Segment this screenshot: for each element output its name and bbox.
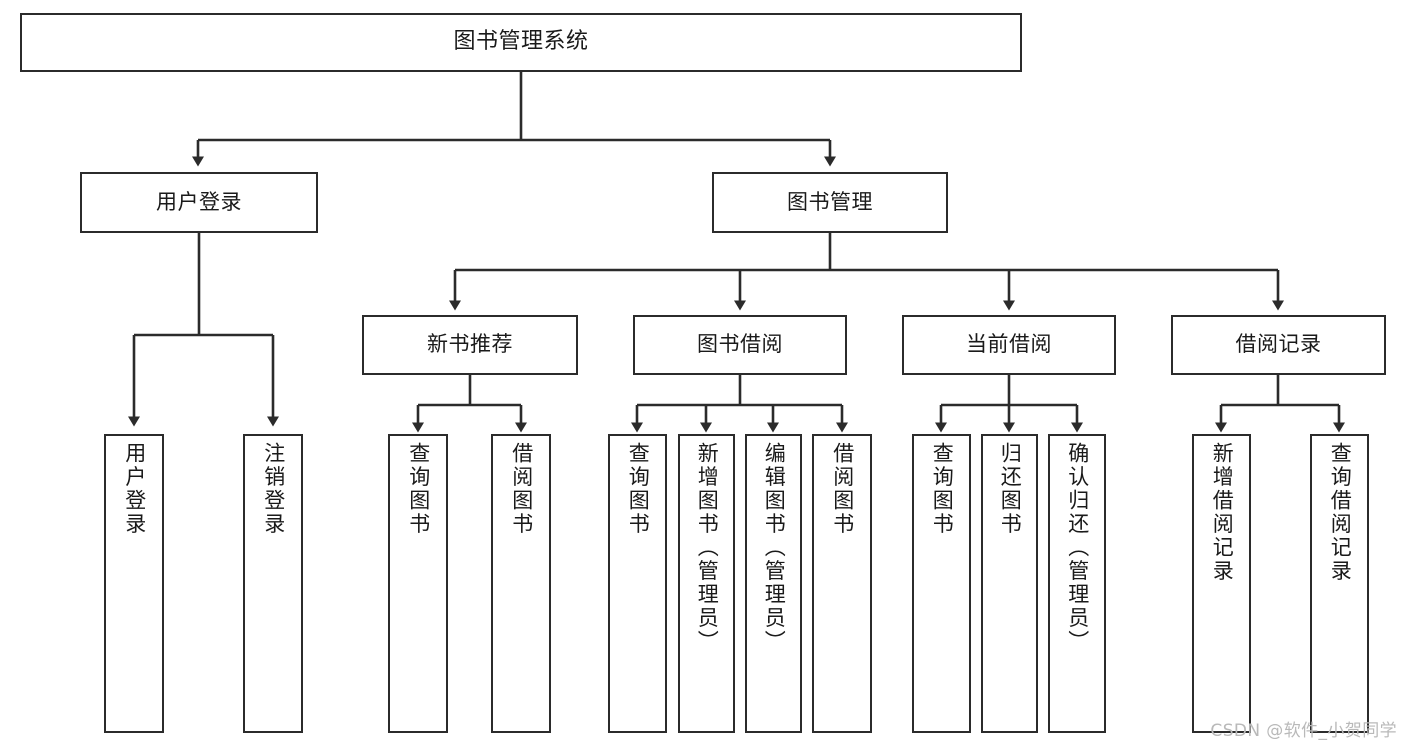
node-book-manage[interactable]: 图书管理 (712, 172, 948, 233)
node-label: 新增图书（管理员） (695, 442, 720, 654)
node-label: 用户登录 (156, 189, 242, 214)
node-label: 归还图书 (998, 442, 1023, 536)
node-leaf-query-book-1[interactable]: 查询图书 (388, 434, 448, 733)
node-label: 新书推荐 (427, 332, 513, 357)
node-leaf-return-book[interactable]: 归还图书 (981, 434, 1038, 733)
node-leaf-edit-book[interactable]: 编辑图书（管理员） (745, 434, 802, 733)
node-label: 图书管理 (787, 189, 873, 214)
node-label: 新增借阅记录 (1210, 442, 1235, 583)
node-current-borrow[interactable]: 当前借阅 (902, 315, 1116, 375)
node-label: 当前借阅 (966, 332, 1052, 357)
node-leaf-add-book[interactable]: 新增图书（管理员） (678, 434, 735, 733)
node-label: 确认归还（管理员） (1065, 442, 1090, 654)
node-label: 编辑图书（管理员） (762, 442, 787, 654)
csdn-watermark: CSDN @软件_小贺同学 (1210, 721, 1397, 741)
node-leaf-borrow-book-2[interactable]: 借阅图书 (812, 434, 872, 733)
node-root-system[interactable]: 图书管理系统 (20, 13, 1022, 72)
node-label: 图书管理系统 (453, 29, 589, 55)
node-leaf-query-book-2[interactable]: 查询图书 (608, 434, 667, 733)
node-label: 用户登录 (122, 442, 147, 536)
node-label: 查询借阅记录 (1328, 442, 1353, 583)
node-borrow-record[interactable]: 借阅记录 (1171, 315, 1386, 375)
node-new-book-recommend[interactable]: 新书推荐 (362, 315, 578, 375)
node-label: 查询图书 (626, 442, 651, 536)
node-label: 借阅图书 (509, 442, 534, 536)
node-leaf-borrow-book-1[interactable]: 借阅图书 (491, 434, 551, 733)
node-book-borrow[interactable]: 图书借阅 (633, 315, 847, 375)
node-label: 借阅图书 (830, 442, 855, 536)
node-leaf-confirm-return[interactable]: 确认归还（管理员） (1048, 434, 1106, 733)
node-leaf-user-login[interactable]: 用户登录 (104, 434, 164, 733)
node-leaf-query-book-3[interactable]: 查询图书 (912, 434, 971, 733)
node-label: 借阅记录 (1235, 332, 1322, 357)
node-leaf-query-borrow-record[interactable]: 查询借阅记录 (1310, 434, 1369, 733)
node-label: 查询图书 (406, 442, 431, 536)
node-user-login[interactable]: 用户登录 (80, 172, 318, 233)
node-leaf-add-borrow-record[interactable]: 新增借阅记录 (1192, 434, 1251, 733)
node-label: 注销登录 (261, 442, 286, 536)
node-leaf-logout-login[interactable]: 注销登录 (243, 434, 303, 733)
node-label: 图书借阅 (697, 332, 783, 357)
node-label: 查询图书 (930, 442, 955, 536)
